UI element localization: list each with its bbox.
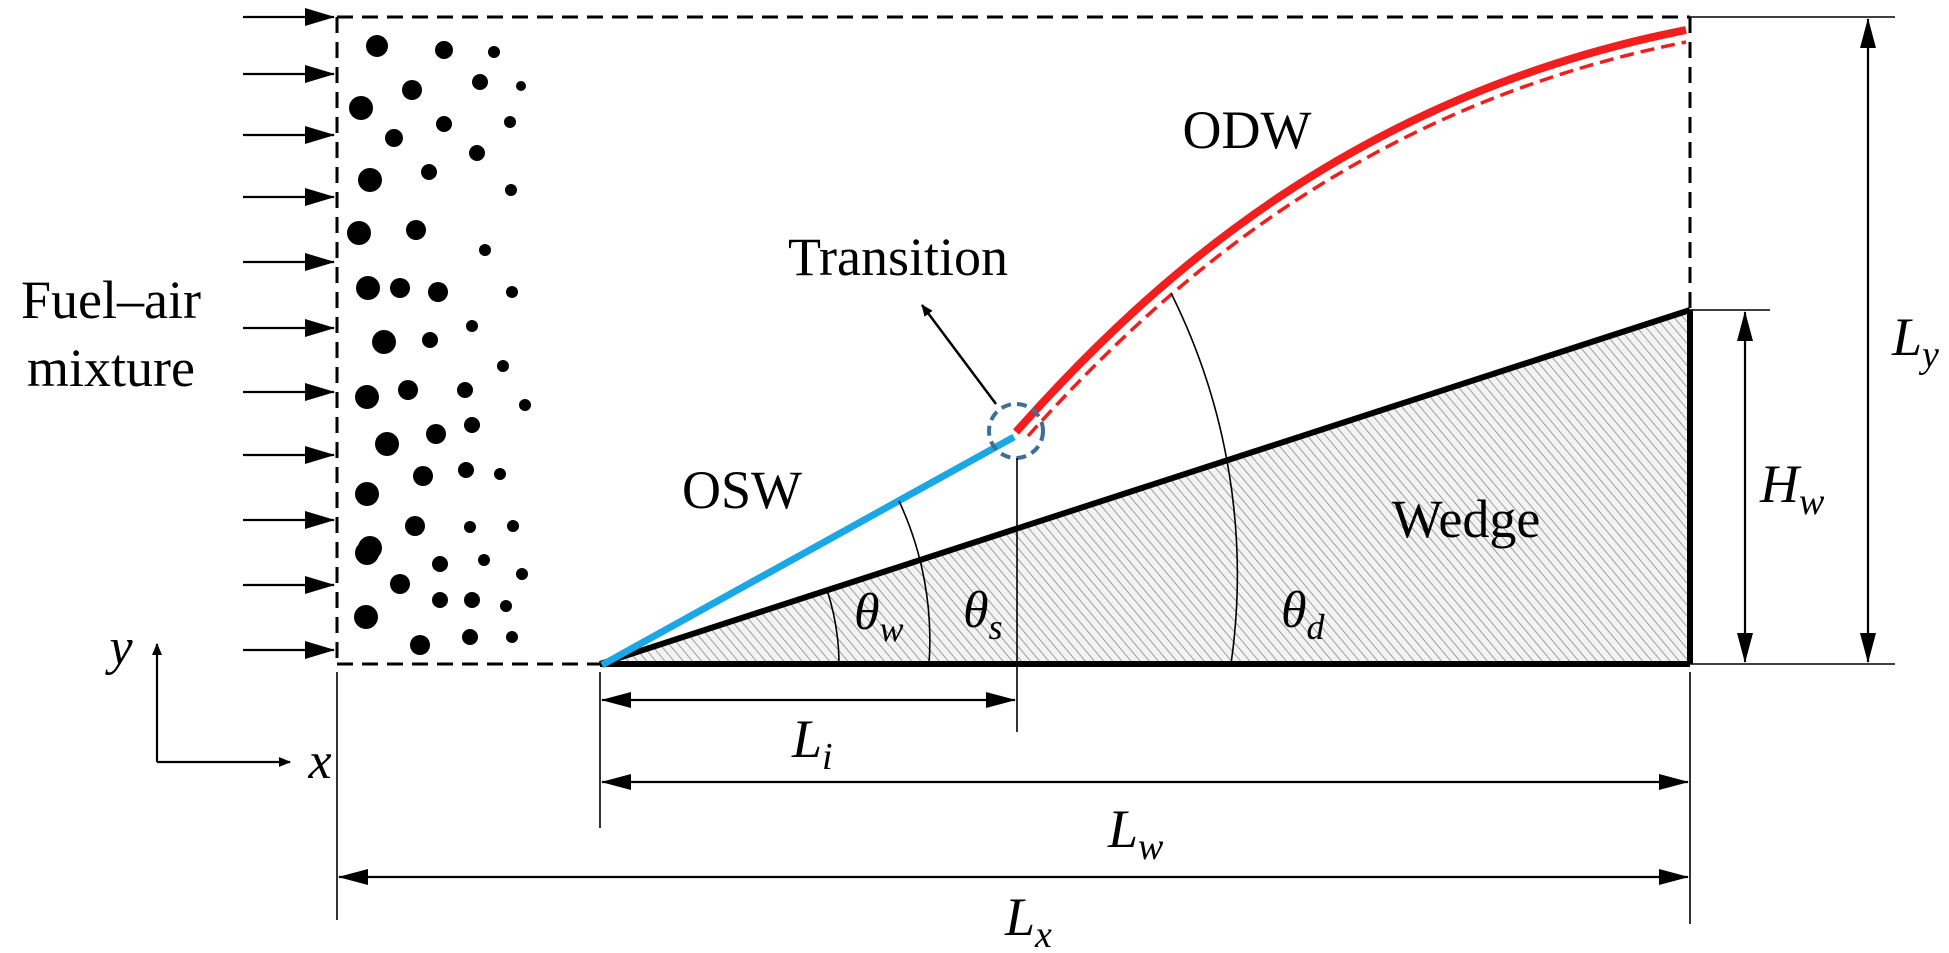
fuel-droplet [413,466,433,486]
extension-lines [336,16,1895,924]
lw-subscript: w [1138,826,1164,868]
x-axis-label: x [307,733,331,790]
y-axis-label: y [104,619,133,676]
fuel-droplet [390,574,410,594]
fuel-droplet [375,432,399,456]
fuel-droplet [494,468,506,480]
fuel-droplet [504,116,516,128]
oblique-detonation-wave-line [1013,26,1687,435]
fuel-droplet [506,286,518,298]
fuel-droplet [422,332,438,348]
theta-w-base: θ [854,584,880,641]
theta-w-arc [826,589,840,665]
fuel-droplet [435,41,453,59]
fuel-droplet [505,184,517,196]
fuel-droplet [398,380,418,400]
lw-base: L [1107,799,1138,859]
transition-circle [987,402,1045,460]
fuel-droplet [464,417,480,433]
theta-s-base: θ [963,582,989,639]
ly-subscript: y [1918,334,1939,376]
mixture-label-line1: Fuel–air [21,270,201,330]
transition-pointer-arrow [920,304,998,405]
fuel-droplet [506,631,518,643]
fuel-droplet [479,244,491,256]
fuel-droplet [488,46,500,58]
theta-w-symbol: θw [854,584,904,649]
theta-s-arc [898,500,931,665]
hw-base: H [1759,454,1802,514]
lx-subscript: x [1034,914,1052,953]
theta-d-subscript: d [1307,607,1326,647]
fuel-droplet [402,80,422,100]
theta-s-symbol: θs [963,582,1003,647]
fuel-droplet [426,424,446,444]
hw-symbol: Hw [1759,454,1825,523]
fuel-droplet [355,482,379,506]
fuel-droplet [349,96,373,120]
fuel-droplets [347,35,531,655]
fuel-droplet [372,330,396,354]
theta-d-arc [1170,292,1239,665]
fuel-droplet [355,385,379,409]
ly-symbol: Ly [1891,307,1939,376]
fuel-droplet [406,220,426,240]
domain-boundary [335,15,1692,666]
ly-base: L [1891,307,1922,367]
fuel-droplet [356,276,380,300]
odw-label: ODW [1183,100,1312,160]
wedge-label: Wedge [1392,489,1541,549]
inflow-arrows [243,8,335,659]
lx-base: L [1004,887,1035,947]
fuel-droplet [421,164,437,180]
fuel-droplet [497,360,509,372]
fuel-droplet [366,35,388,57]
hw-subscript: w [1799,481,1825,523]
theta-d-base: θ [1281,582,1307,639]
fuel-droplet [457,382,473,398]
fuel-droplet [358,168,382,192]
lw-symbol: Lw [1107,799,1164,868]
fuel-droplet [516,568,528,580]
osw-label: OSW [682,460,802,520]
fuel-droplet [355,541,379,565]
fuel-droplet [478,554,490,566]
fuel-droplet [464,521,476,533]
fuel-droplet [516,81,526,91]
fuel-droplet [390,278,410,298]
mixture-label-line2: mixture [27,338,195,398]
theta-d-symbol: θd [1281,582,1326,647]
fuel-droplet [507,520,519,532]
fuel-droplet [462,629,478,645]
li-subscript: i [822,736,833,778]
fuel-droplet [472,74,488,90]
fuel-droplet [436,116,452,132]
lx-symbol: Lx [1004,887,1052,953]
oblique-shock-wave-line [600,433,1016,669]
fuel-droplet [466,320,478,332]
oblique-detonation-wave-dashed [1026,40,1687,438]
coordinate-axes [152,643,291,767]
fuel-droplet [469,145,485,161]
fuel-droplet [405,516,425,536]
li-base: L [791,709,822,769]
fuel-droplet [458,462,474,478]
transition-label: Transition [788,227,1008,287]
fuel-droplet [519,399,531,411]
fuel-droplet [500,600,512,612]
theta-w-subscript: w [880,609,904,649]
fuel-droplet [428,282,448,302]
fuel-droplet [464,592,480,608]
fuel-droplet [385,129,403,147]
fuel-droplet [354,605,378,629]
fuel-droplet [432,592,448,608]
fuel-droplet [432,556,448,572]
li-symbol: Li [791,709,833,778]
fuel-droplet [410,635,430,655]
fuel-droplet [347,221,371,245]
theta-s-subscript: s [989,607,1003,647]
wedge-surface [599,307,1691,667]
